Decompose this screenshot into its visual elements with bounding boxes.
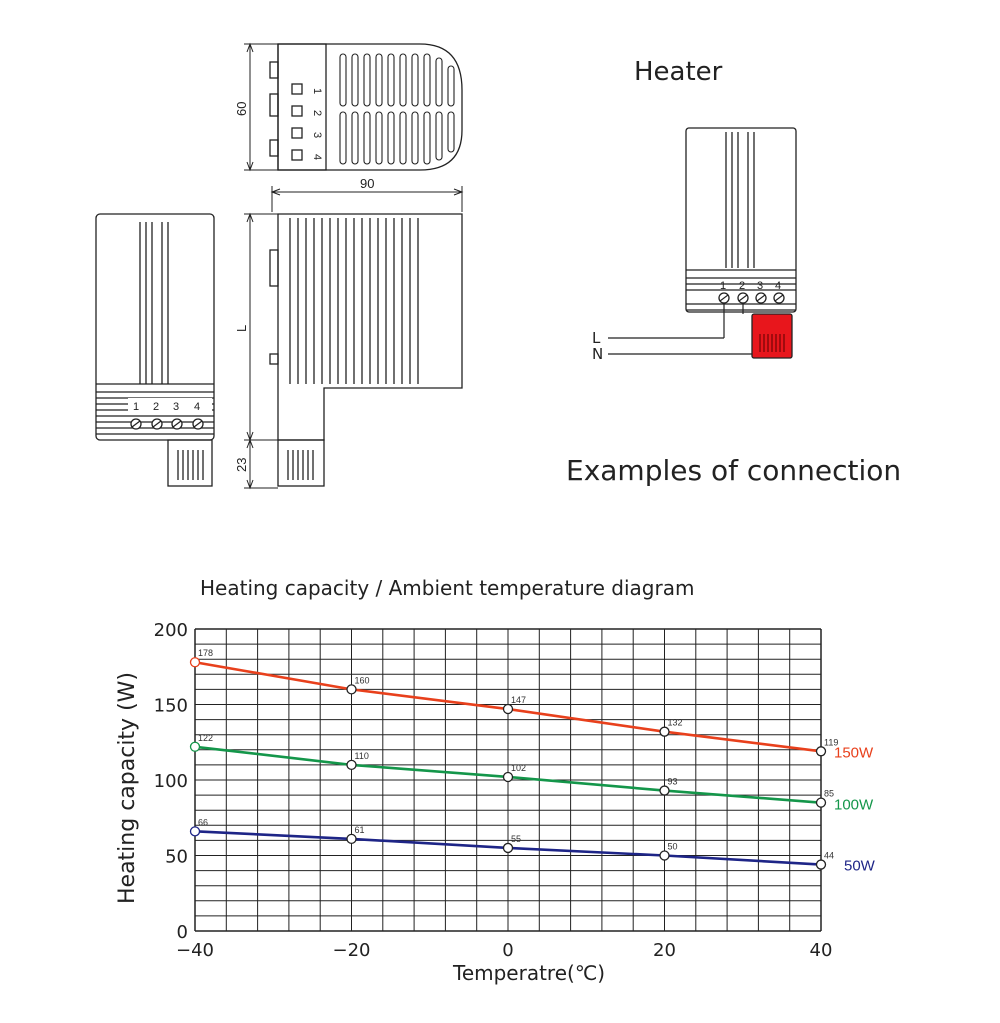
- chart-grid: [194, 628, 822, 932]
- y-tick-label: 100: [154, 771, 188, 792]
- y-tick-label: 200: [154, 620, 188, 641]
- front-terminal-3-label: 3: [173, 401, 179, 413]
- x-axis-label: Temperatre(℃): [452, 961, 605, 985]
- line-label: L: [592, 329, 601, 347]
- data-label: 85: [824, 789, 834, 799]
- heater-terminal-4-label: 4: [775, 280, 781, 292]
- x-tick-label: 40: [810, 940, 833, 961]
- data-label: 122: [198, 733, 213, 743]
- data-label: 66: [198, 817, 208, 827]
- legend-entry: 50W: [844, 858, 876, 875]
- x-tick-label: −20: [333, 940, 371, 961]
- data-point: [659, 726, 670, 737]
- heater-terminals: 1 2 3 4: [718, 280, 785, 304]
- top-view-drawing: [269, 43, 463, 171]
- data-point: [189, 826, 201, 837]
- data-label: 160: [355, 675, 370, 685]
- front-terminal-4-label: 4: [194, 401, 200, 413]
- neutral-label: N: [592, 345, 603, 363]
- data-point: [659, 785, 670, 796]
- data-label: 178: [198, 648, 213, 658]
- data-label: 110: [355, 751, 369, 761]
- data-label: 132: [668, 718, 683, 728]
- heater-terminal-3-label: 3: [757, 280, 763, 292]
- terminal-4-label: 4: [311, 154, 323, 160]
- dimension-bottom: [244, 438, 278, 490]
- x-tick-label: 0: [502, 940, 513, 961]
- dimension-length: [244, 212, 278, 442]
- heater-terminal-2-label: 2: [739, 280, 745, 292]
- x-axis-ticks: −40 −20 0 20 40: [176, 940, 832, 961]
- front-view-drawing: [95, 213, 215, 487]
- legend-entry: 100W: [834, 797, 874, 814]
- side-view-drawing: [269, 213, 463, 487]
- data-label: 50: [668, 842, 678, 852]
- connection-caption: Examples of connection: [566, 454, 901, 487]
- data-point: [815, 746, 827, 757]
- data-label: 93: [668, 777, 678, 787]
- data-point: [346, 759, 357, 771]
- y-axis-ticks: 0 50 100 150 200: [154, 620, 188, 943]
- legend-entry: 150W: [834, 744, 874, 761]
- heater-terminal-1-label: 1: [720, 280, 726, 292]
- data-label: 44: [824, 851, 834, 861]
- y-tick-label: 0: [177, 922, 188, 943]
- dimension-width: [270, 186, 464, 212]
- y-axis-label: Heating capacity (W): [115, 672, 140, 904]
- top-view-terminal-numbers: 1 2 3 4: [311, 88, 323, 160]
- data-label: 119: [824, 737, 838, 747]
- data-label: 55: [511, 834, 521, 844]
- chart-title: Heating capacity / Ambient temperature d…: [200, 576, 694, 600]
- dimension-length-label: L: [234, 325, 249, 332]
- data-point: [815, 859, 827, 870]
- data-point: [659, 850, 670, 861]
- y-tick-label: 50: [165, 847, 188, 868]
- heater-unit-drawing: [685, 127, 797, 313]
- front-terminal-1-label: 1: [133, 401, 139, 413]
- terminal-1-label: 1: [311, 88, 323, 94]
- data-point: [346, 833, 357, 845]
- x-tick-label: −40: [176, 940, 214, 961]
- data-point: [815, 797, 827, 808]
- dimension-bottom-label: 23: [234, 458, 249, 472]
- front-view-terminals: 1 2 3 4: [128, 398, 212, 430]
- dimension-width-label: 90: [360, 176, 374, 191]
- front-terminal-2-label: 2: [153, 401, 159, 413]
- dimension-height: [244, 42, 278, 172]
- wiring-lines: [608, 303, 752, 355]
- terminal-3-label: 3: [311, 132, 323, 138]
- data-label: 147: [511, 695, 526, 705]
- vent-slots: [339, 53, 455, 165]
- heater-title: Heater: [634, 57, 723, 87]
- data-label: 102: [511, 763, 526, 773]
- x-tick-label: 20: [653, 940, 676, 961]
- terminal-2-label: 2: [311, 110, 323, 116]
- data-label: 61: [355, 825, 365, 835]
- data-point: [502, 842, 514, 854]
- dimension-height-label: 60: [234, 102, 249, 116]
- data-point: [502, 703, 514, 715]
- data-point: [189, 657, 201, 668]
- data-point: [346, 684, 357, 695]
- series-50W: 66 61 55 50 44 50W: [189, 817, 876, 875]
- y-tick-label: 150: [154, 696, 188, 717]
- thermostat-switch: [751, 313, 793, 359]
- data-point: [189, 741, 201, 752]
- data-point: [502, 771, 514, 783]
